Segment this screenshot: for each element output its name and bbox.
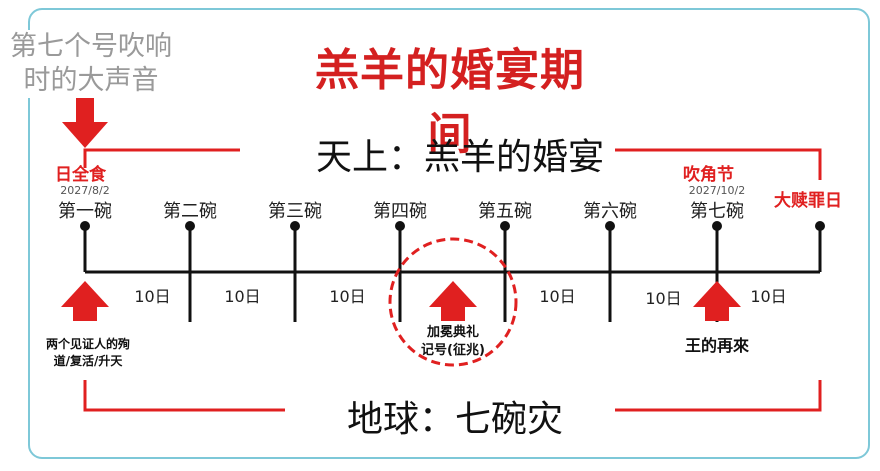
timeline-node (290, 221, 300, 231)
coronation-seal-line-1: 加冕典礼 (426, 325, 479, 340)
seal-up-arrow (429, 281, 477, 321)
bowl-date-label: 2027/10/2 (688, 184, 746, 197)
bowl-label: 第四碗 (373, 201, 427, 222)
bowl-date-label: 2027/8/2 (60, 184, 110, 197)
interval-label: 10日 (645, 289, 682, 308)
two-witnesses-line-2: 道/复活/升天 (53, 354, 123, 368)
timeline-node (500, 221, 510, 231)
coronation-seal-note: 加冕典礼 记号(征兆) (398, 324, 508, 360)
atonement-day-label: 大赎罪日 (774, 191, 842, 211)
heaven-bracket-right (615, 148, 822, 180)
bowl-label: 第一碗 (58, 201, 112, 222)
timeline-node (395, 221, 405, 231)
timeline-node (185, 221, 195, 231)
bowl-label: 第二碗 (163, 201, 217, 222)
bowl-label: 第七碗 (690, 201, 744, 222)
interval-label: 10日 (329, 287, 366, 306)
page-title: 羔羊的婚宴期间 (315, 45, 585, 160)
coronation-seal-line-2: 记号(征兆) (421, 343, 485, 358)
trumpet-voice-line-2: 时的大声音 (23, 65, 159, 96)
interval-label: 10日 (134, 287, 171, 306)
timeline-node (815, 221, 825, 231)
two-witnesses-note: 两个见证人的殉 道/复活/升天 (28, 336, 148, 370)
earth-bracket-right (615, 380, 822, 412)
earth-label: 地球：七碗灾 (346, 399, 563, 440)
seal-highlight-circle (388, 237, 518, 367)
trumpet-voice-line-1: 第七个号吹响 (10, 31, 172, 62)
trumpets-feast-label: 吹角节 (683, 165, 734, 185)
king-up-arrow (693, 281, 741, 321)
two-witnesses-line-1: 两个见证人的殉 (45, 337, 130, 351)
interval-label: 10日 (224, 287, 261, 306)
trumpet-voice-note: 第七个号吹响 时的大声音 (0, 30, 182, 98)
interval-label: 10日 (750, 287, 787, 306)
bowl-label: 第三碗 (268, 201, 322, 222)
bowl-label: 第五碗 (478, 201, 532, 222)
interval-label: 10日 (539, 287, 576, 306)
timeline-node (605, 221, 615, 231)
timeline-node (712, 221, 722, 231)
trumpet-down-arrow (62, 98, 108, 148)
bowl-label: 第六碗 (583, 201, 637, 222)
diagram-frame (28, 8, 870, 459)
witnesses-up-arrow (61, 281, 109, 321)
heaven-bracket-left (83, 148, 240, 168)
solar-eclipse-label: 日全食 (55, 165, 106, 185)
timeline-node (80, 221, 90, 231)
heaven-label: 天上：羔羊的婚宴 (315, 137, 604, 178)
kings-return-note: 王的再來 (684, 336, 749, 355)
earth-bracket-left (83, 380, 285, 412)
